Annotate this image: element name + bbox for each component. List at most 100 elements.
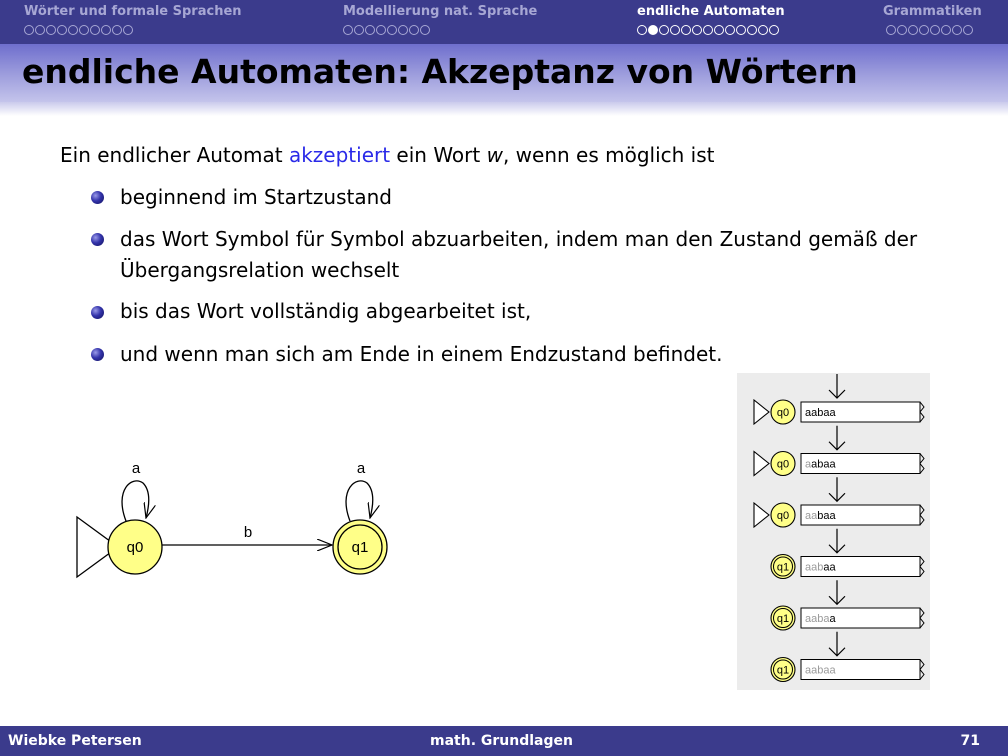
torn-edge-icon bbox=[919, 659, 925, 680]
nav-dot[interactable] bbox=[24, 25, 34, 35]
torn-edge-icon bbox=[919, 401, 925, 423]
state-q1 bbox=[332, 519, 388, 575]
bullet-item: das Wort Symbol für Symbol abzuarbeiten,… bbox=[120, 227, 918, 282]
consumed-input: aaba bbox=[805, 613, 830, 625]
nav-dot[interactable] bbox=[343, 25, 353, 35]
consumed-input: aa bbox=[805, 510, 818, 522]
start-marker-icon bbox=[753, 398, 770, 426]
nav-dot[interactable] bbox=[908, 25, 918, 35]
nav-dot[interactable] bbox=[79, 25, 89, 35]
bullet-ball-icon bbox=[91, 233, 104, 246]
start-marker-icon bbox=[753, 501, 770, 529]
remaining-input: aa bbox=[823, 562, 836, 574]
trace-input-text: aabaa bbox=[805, 510, 836, 522]
start-arrow-icon bbox=[76, 515, 120, 579]
trace-state-circle bbox=[770, 399, 796, 425]
nav-dot[interactable] bbox=[57, 25, 67, 35]
bullet-ball-icon bbox=[91, 348, 104, 361]
automaton-diagram: a q0 b a q1 bbox=[76, 460, 388, 579]
remaining-input: aabaa bbox=[805, 407, 836, 419]
nav-dot[interactable] bbox=[376, 25, 386, 35]
keyword-akzeptiert: akzeptiert bbox=[288, 143, 391, 167]
intro-text-middle: ein Wort bbox=[390, 143, 487, 167]
remaining-input: a bbox=[829, 613, 836, 625]
remaining-input: baa bbox=[817, 510, 836, 522]
nav-dot[interactable] bbox=[919, 25, 929, 35]
trace-input-text: aabaa bbox=[805, 613, 836, 625]
nav-dot[interactable] bbox=[930, 25, 940, 35]
nav-dots-endliche-automaten[interactable] bbox=[637, 25, 779, 37]
trace-input-text: aabaa bbox=[805, 562, 836, 574]
down-arrow-head-icon bbox=[828, 647, 846, 657]
nav-dot[interactable] bbox=[90, 25, 100, 35]
nav-dot[interactable] bbox=[101, 25, 111, 35]
bullet-ball-icon bbox=[91, 306, 104, 319]
trace-state-circle bbox=[770, 502, 796, 528]
nav-dot[interactable] bbox=[758, 25, 768, 35]
footer: Wiebke Petersen math. Grundlagen 71 bbox=[0, 726, 1008, 756]
nav-section-grammatiken[interactable]: Grammatiken bbox=[883, 4, 982, 19]
consumed-input: a bbox=[805, 459, 812, 471]
nav-dot-current[interactable] bbox=[648, 25, 658, 35]
nav-dot[interactable] bbox=[736, 25, 746, 35]
nav-dot[interactable] bbox=[354, 25, 364, 35]
transition-label-b: b bbox=[244, 524, 252, 541]
trace-state-label: q0 bbox=[777, 459, 789, 471]
nav-dot[interactable] bbox=[769, 25, 779, 35]
nav-dot[interactable] bbox=[112, 25, 122, 35]
nav-dot[interactable] bbox=[123, 25, 133, 35]
nav-dot[interactable] bbox=[963, 25, 973, 35]
nav-dot[interactable] bbox=[68, 25, 78, 35]
nav-dot[interactable] bbox=[886, 25, 896, 35]
nav-section-modellierung[interactable]: Modellierung nat. Sprache bbox=[343, 4, 538, 19]
nav-dot[interactable] bbox=[952, 25, 962, 35]
nav-dot[interactable] bbox=[681, 25, 691, 35]
consumed-input: aab bbox=[805, 562, 823, 574]
nav-dot[interactable] bbox=[897, 25, 907, 35]
remaining-input: abaa bbox=[811, 459, 836, 471]
torn-edge-icon bbox=[919, 607, 925, 629]
nav-dot[interactable] bbox=[398, 25, 408, 35]
trace-state-circle bbox=[770, 656, 796, 683]
trace-state-label: q1 bbox=[777, 562, 789, 574]
trace-state-label: q1 bbox=[777, 613, 789, 625]
nav-dot[interactable] bbox=[714, 25, 724, 35]
torn-edge-icon bbox=[919, 504, 925, 526]
nav-dots-grammatiken[interactable] bbox=[886, 25, 973, 37]
page-number: 71 bbox=[960, 733, 980, 749]
loop-label-q1: a bbox=[357, 460, 366, 477]
nav-dot[interactable] bbox=[409, 25, 419, 35]
down-arrow-head-icon bbox=[828, 492, 846, 503]
trace-state-label: q1 bbox=[777, 665, 789, 677]
consumed-input: aabaa bbox=[805, 665, 836, 677]
nav-dot[interactable] bbox=[670, 25, 680, 35]
nav-dots-woerter[interactable] bbox=[24, 25, 133, 37]
nav-dot[interactable] bbox=[365, 25, 375, 35]
loop-arrow-q1 bbox=[345, 480, 373, 522]
nav-dots-modellierung[interactable] bbox=[343, 25, 430, 37]
nav-dot[interactable] bbox=[387, 25, 397, 35]
loop-arrow-q0 bbox=[121, 480, 149, 522]
nav-section-endliche-automaten[interactable]: endliche Automaten bbox=[637, 4, 785, 19]
nav-dot[interactable] bbox=[692, 25, 702, 35]
nav-dot[interactable] bbox=[420, 25, 430, 35]
nav-dot[interactable] bbox=[637, 25, 647, 35]
bullet-item: bis das Wort vollständig abgearbeitet is… bbox=[120, 299, 532, 323]
nav-dot[interactable] bbox=[703, 25, 713, 35]
nav-dot[interactable] bbox=[941, 25, 951, 35]
state-label-q1: q1 bbox=[352, 539, 369, 556]
trace-state-label: q0 bbox=[777, 510, 789, 522]
nav-dot[interactable] bbox=[659, 25, 669, 35]
nav-dot[interactable] bbox=[35, 25, 45, 35]
nav-dot[interactable] bbox=[46, 25, 56, 35]
torn-edge-icon bbox=[919, 453, 925, 474]
variable-w: w bbox=[486, 143, 503, 167]
nav-dot[interactable] bbox=[725, 25, 735, 35]
trace-input-text: aabaa bbox=[805, 665, 836, 677]
down-arrow-head-icon bbox=[828, 389, 846, 399]
nav-section-woerter[interactable]: Wörter und formale Sprachen bbox=[24, 4, 242, 19]
torn-edge-icon bbox=[919, 556, 925, 577]
footer-title: math. Grundlagen bbox=[430, 733, 573, 749]
nav-dot[interactable] bbox=[747, 25, 757, 35]
